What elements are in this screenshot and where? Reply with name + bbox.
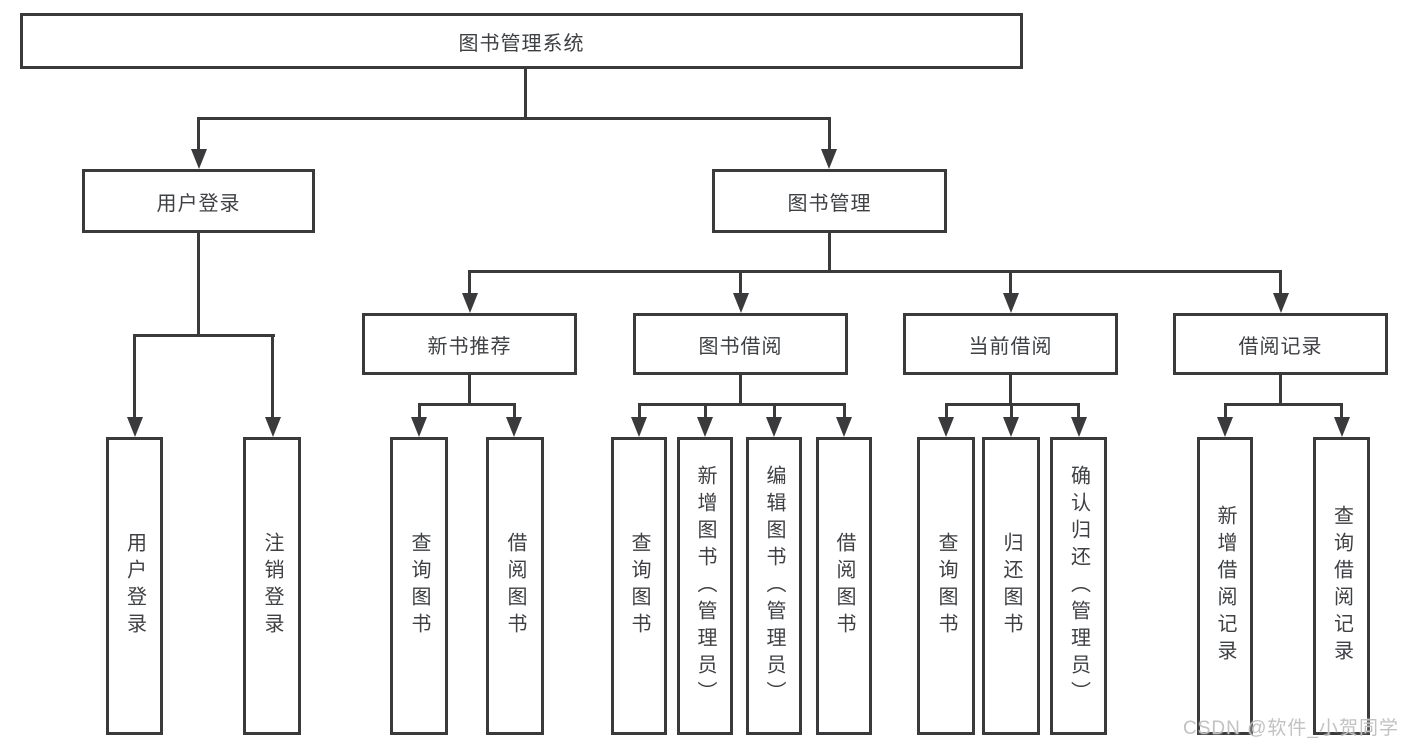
connector-line [197, 233, 200, 336]
connector-line [637, 403, 641, 422]
connector-line [468, 375, 471, 406]
node-leaf-query-book-borrowing: 查询图书 [611, 437, 667, 735]
arrowhead-down-icon [821, 149, 837, 169]
connector-line [1009, 270, 1012, 296]
node-book-borrowing: 图书借阅 [633, 313, 848, 375]
arrowhead-down-icon [836, 417, 852, 437]
connector-line [1279, 375, 1282, 406]
node-label: 图书管理 [787, 192, 872, 215]
node-leaf-query-borrow-record: 查询借阅记录 [1313, 437, 1370, 735]
connector-line [1340, 403, 1343, 422]
arrowhead-down-icon [461, 293, 478, 313]
connector-line [1009, 403, 1013, 422]
arrowhead-down-icon [1217, 417, 1233, 437]
node-label: 用户登录 [123, 532, 146, 640]
node-leaf-query-book-recommend: 查询图书 [390, 437, 448, 735]
connector-line [842, 403, 846, 422]
connector-line [637, 403, 846, 406]
node-label: 编辑图书（管理员） [763, 464, 785, 708]
node-label: 用户登录 [156, 192, 241, 215]
connector-line [512, 403, 516, 422]
connector-line [827, 117, 831, 153]
connector-line [417, 403, 516, 406]
node-label: 新增图书（管理员） [694, 464, 716, 708]
node-root: 图书管理系统 [20, 13, 1023, 69]
csdn-watermark: CSDN @软件_小贺同学 [1183, 718, 1399, 739]
node-label: 归还图书 [1000, 532, 1022, 640]
connector-line [1279, 270, 1282, 296]
arrowhead-down-icon [190, 149, 207, 169]
node-label: 查询图书 [628, 532, 650, 640]
node-label: 借阅图书 [504, 532, 526, 640]
connector-line [739, 270, 742, 296]
arrowhead-down-icon [411, 417, 427, 437]
connector-line [133, 334, 136, 420]
node-user-login-branch: 用户登录 [82, 169, 315, 233]
connector-line [772, 403, 776, 422]
node-label: 图书借阅 [698, 335, 783, 358]
node-leaf-add-book-admin: 新增图书（管理员） [677, 437, 733, 735]
connector-line [828, 233, 831, 272]
connector-line [1223, 403, 1227, 422]
node-label: 查询图书 [408, 532, 430, 640]
arrowhead-down-icon [1070, 417, 1087, 437]
connector-line [739, 375, 742, 406]
connector-line [133, 334, 275, 337]
node-leaf-add-borrow-record: 新增借阅记录 [1197, 437, 1253, 735]
arrowhead-down-icon [126, 417, 143, 437]
node-leaf-user-login: 用户登录 [106, 437, 163, 735]
node-label: 确认归还（管理员） [1067, 464, 1090, 708]
arrowhead-down-icon [938, 417, 954, 437]
arrowhead-down-icon [732, 293, 749, 313]
arrowhead-down-icon [506, 417, 522, 437]
connector-line [1077, 403, 1080, 422]
node-label: 当前借阅 [968, 335, 1053, 358]
connector-line [944, 403, 948, 422]
arrowhead-down-icon [1333, 417, 1350, 437]
node-new-book-recommend: 新书推荐 [362, 313, 577, 375]
node-leaf-edit-book-admin: 编辑图书（管理员） [746, 437, 802, 735]
node-current-borrowing: 当前借阅 [903, 313, 1118, 375]
node-label: 新增借阅记录 [1214, 505, 1236, 667]
node-leaf-query-book-current: 查询图书 [917, 437, 975, 735]
node-label: 借阅图书 [833, 532, 855, 640]
node-label: 查询借阅记录 [1330, 505, 1353, 667]
connector-line [197, 117, 831, 120]
node-book-management-branch: 图书管理 [712, 169, 947, 233]
node-leaf-logout: 注销登录 [243, 437, 301, 735]
connector-line [197, 117, 200, 153]
node-label: 借阅记录 [1238, 335, 1323, 358]
arrowhead-down-icon [1002, 293, 1019, 313]
node-label: 查询图书 [935, 532, 957, 640]
node-leaf-confirm-return-admin: 确认归还（管理员） [1050, 437, 1107, 735]
arrowhead-down-icon [697, 417, 713, 437]
connector-line [1223, 403, 1343, 406]
connector-line [523, 69, 527, 119]
node-label: 注销登录 [261, 532, 283, 640]
connector-line [271, 334, 274, 420]
arrowhead-down-icon [631, 417, 647, 437]
node-leaf-borrow-book-recommend: 借阅图书 [486, 437, 544, 735]
node-label: 新书推荐 [427, 335, 512, 358]
connector-line [703, 403, 707, 422]
node-leaf-return-book: 归还图书 [982, 437, 1040, 735]
connector-line [468, 270, 1282, 273]
connector-line [1009, 375, 1012, 406]
node-leaf-borrow-book: 借阅图书 [816, 437, 872, 735]
arrowhead-down-icon [1272, 293, 1289, 313]
connector-line [468, 270, 471, 296]
arrowhead-down-icon [264, 417, 281, 437]
arrowhead-down-icon [766, 417, 782, 437]
node-borrowing-records: 借阅记录 [1173, 313, 1388, 375]
arrowhead-down-icon [1003, 417, 1019, 437]
node-label: 图书管理系统 [458, 32, 585, 55]
connector-line [417, 403, 421, 422]
